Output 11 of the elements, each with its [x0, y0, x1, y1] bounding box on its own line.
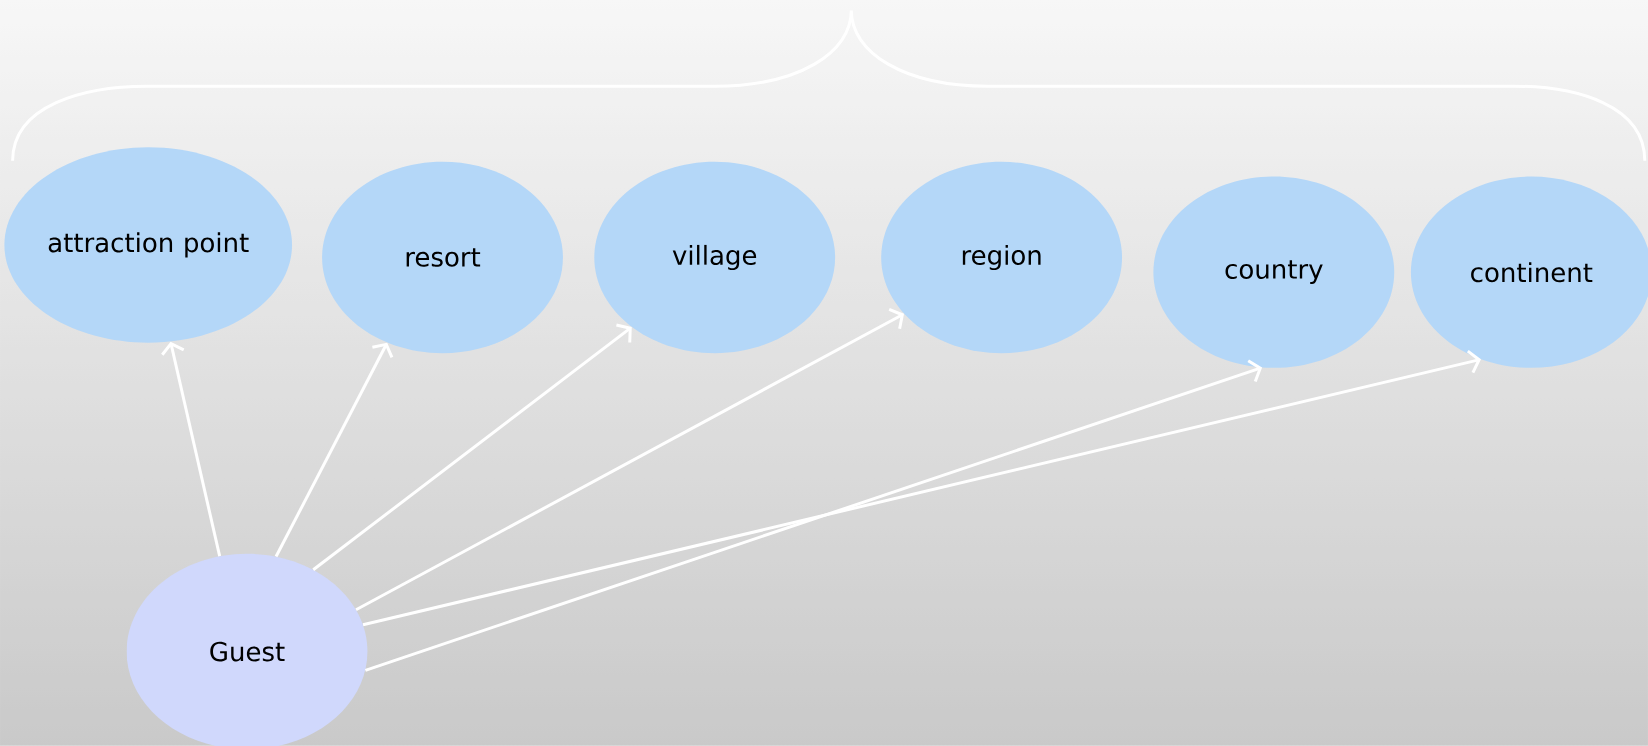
arrow: [312, 323, 632, 571]
ellipse-node: region: [881, 161, 1123, 354]
arrow: [161, 341, 222, 557]
arrow: [355, 307, 905, 612]
ellipse-node: village: [594, 161, 836, 354]
ellipse-node: resort: [322, 161, 563, 354]
arrow: [274, 342, 394, 558]
arrow: [362, 349, 1481, 627]
ellipse-node: attraction point: [4, 147, 293, 343]
arrow: [364, 359, 1263, 672]
ellipse-node: country: [1153, 176, 1395, 368]
